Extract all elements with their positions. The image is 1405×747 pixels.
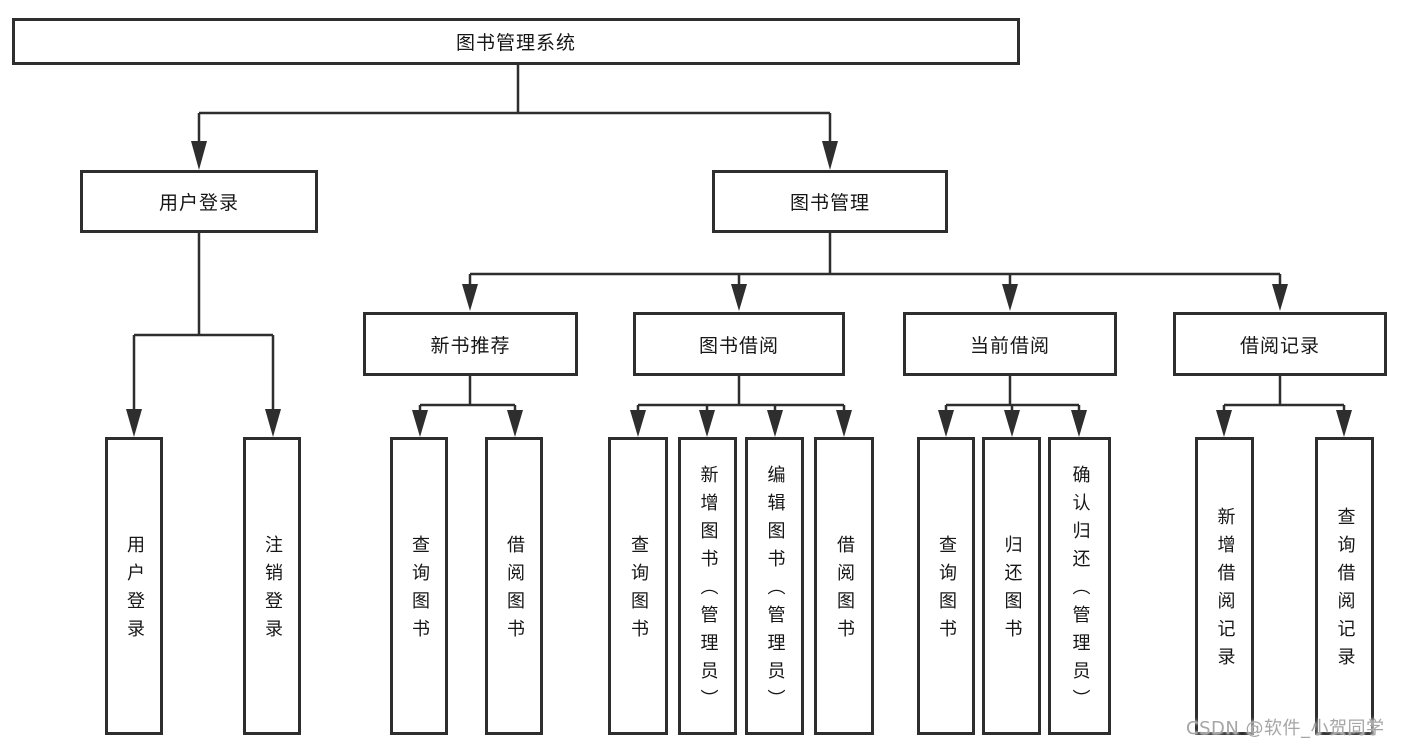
node-current-borrowing-label: 当前借阅 — [969, 334, 1050, 357]
node-book-management: 图书管理 — [712, 170, 948, 233]
node-new-book-recommendation-label: 新书推荐 — [430, 334, 511, 357]
leaf-nb-query-books: 查询图书 — [390, 437, 448, 735]
leaf-bb-query-books: 查询图书 — [608, 437, 668, 735]
node-system-root-label: 图书管理系统 — [455, 32, 576, 54]
leaf-cb-confirm-return-admin: 确认归还（管理员） — [1048, 437, 1111, 735]
leaf-nb-borrow-books: 借阅图书 — [485, 437, 543, 735]
leaf-bb-edit-books-admin: 编辑图书（管理员） — [745, 437, 804, 735]
leaf-bb-borrow-books: 借阅图书 — [814, 437, 874, 735]
node-new-book-recommendation: 新书推荐 — [363, 312, 578, 376]
leaf-logout-login: 注销登录 — [243, 437, 301, 735]
node-book-borrowing: 图书借阅 — [633, 312, 845, 376]
node-book-borrowing-label: 图书借阅 — [698, 334, 779, 357]
leaf-cb-return-books: 归还图书 — [982, 437, 1041, 735]
leaf-bb-add-books-admin: 新增图书（管理员） — [678, 437, 737, 735]
node-user-login-label: 用户登录 — [158, 192, 239, 214]
node-system-root: 图书管理系统 — [12, 18, 1020, 65]
node-borrowing-records: 借阅记录 — [1173, 312, 1387, 376]
leaf-user-login: 用户登录 — [105, 437, 163, 735]
leaf-cb-query-books: 查询图书 — [917, 437, 975, 735]
node-book-management-label: 图书管理 — [789, 192, 870, 214]
node-user-login: 用户登录 — [80, 170, 318, 233]
leaf-br-add-borrow-record: 新增借阅记录 — [1195, 437, 1254, 735]
csdn-watermark: CSDN @软件_小贺同学 — [1186, 718, 1385, 739]
node-current-borrowing: 当前借阅 — [903, 312, 1117, 376]
node-borrowing-records-label: 借阅记录 — [1239, 334, 1320, 357]
leaf-br-query-borrow-record: 查询借阅记录 — [1315, 437, 1374, 735]
